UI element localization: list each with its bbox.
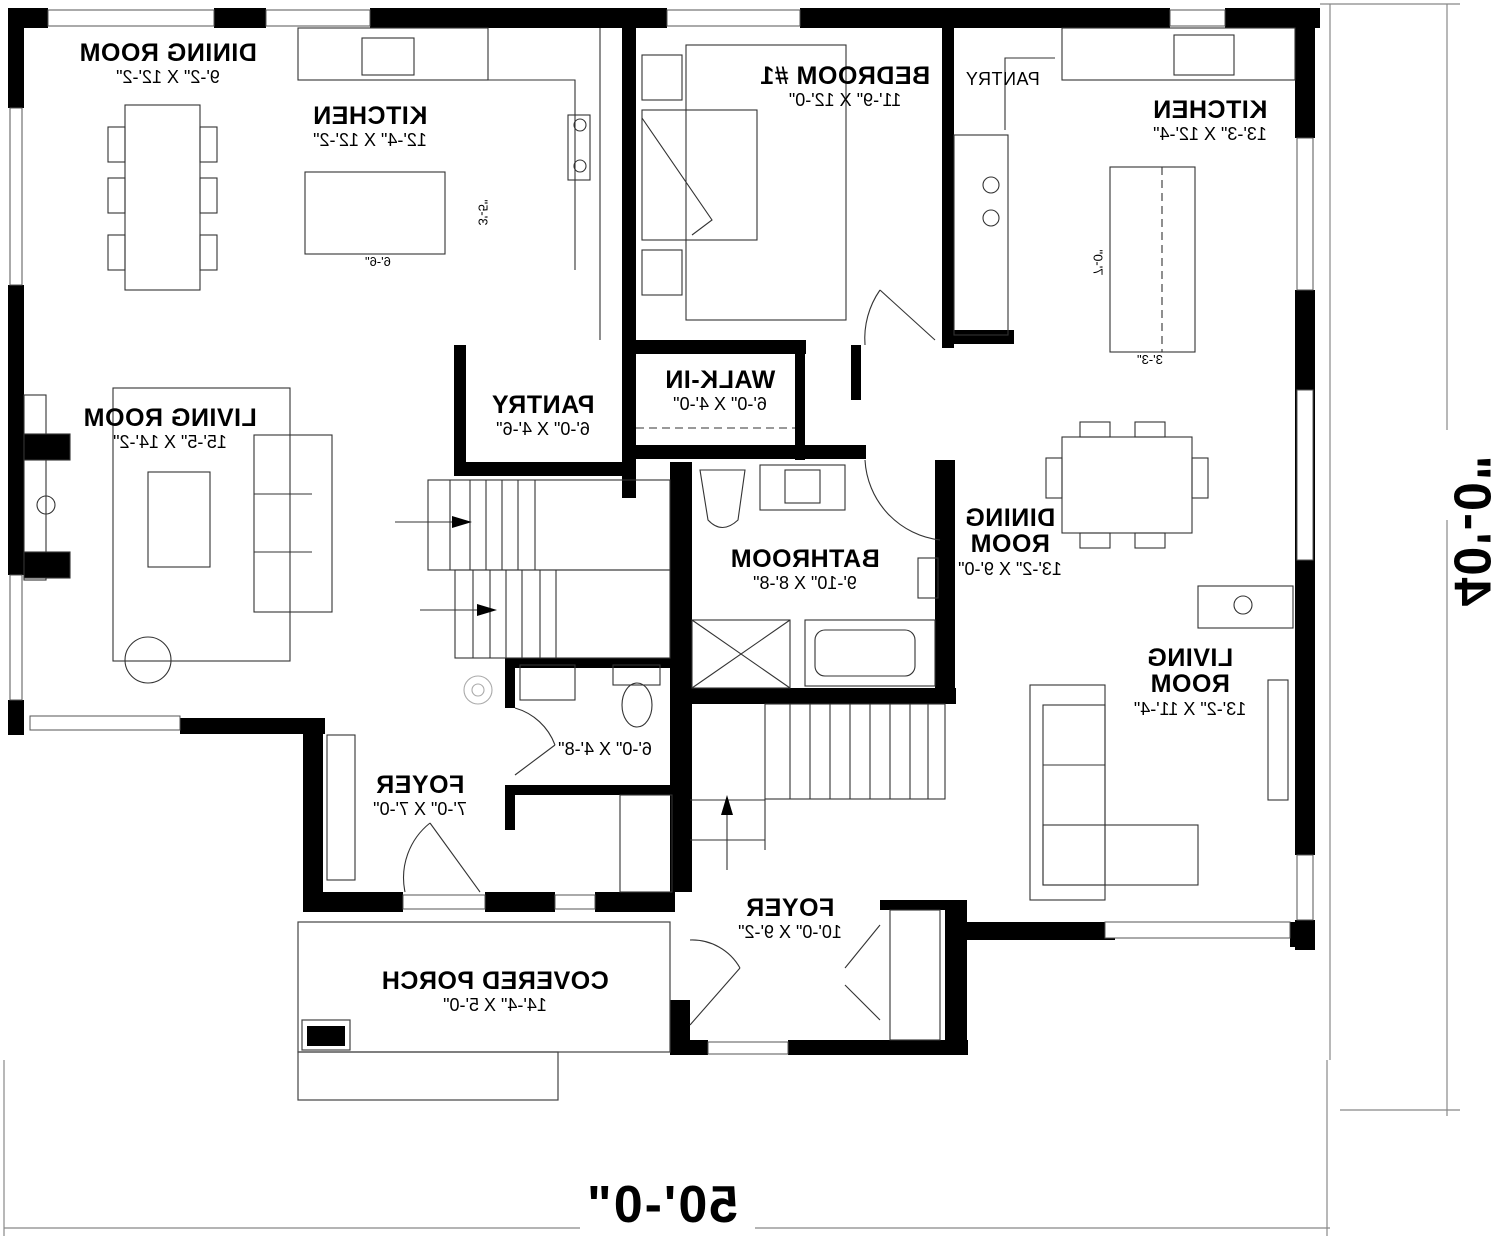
room-dimensions: 9'-10" X 8'-8" <box>753 573 857 594</box>
room-dimensions: 6'-0" X 4'-6" <box>496 419 590 440</box>
sink-icon-right <box>759 464 846 511</box>
room-label-walk-in: WALK-IN 6'-0" X 4'-0" <box>650 366 790 415</box>
stairs-right <box>690 703 946 870</box>
room-label-foyer-left: FOYER 7'-0" X 7'-0" <box>360 771 480 820</box>
room-dimensions: 15'-5" X 14'-2" <box>113 432 227 453</box>
sink-icon <box>361 37 415 76</box>
powder-room-fixtures <box>519 664 661 728</box>
plant-icon <box>463 675 493 705</box>
bath-door <box>864 459 941 599</box>
room-label-bathroom: BATHROOM 9'-10" X 8'-8" <box>720 545 890 594</box>
bed-icon <box>641 44 847 321</box>
overall-depth-label: 40'-0" <box>1442 453 1500 607</box>
walls <box>8 8 1320 1055</box>
stair-arrow-icon-right <box>721 795 733 815</box>
door-swing-icon <box>403 707 556 893</box>
island-depth-left: 3'-5" <box>475 199 491 226</box>
room-name-line1: DINING <box>964 504 1056 532</box>
fireplace-icon-right <box>1197 585 1294 801</box>
room-dimensions: 12'-4" X 12'-2" <box>313 130 427 151</box>
room-dimensions: 7'-0" X 7'-0" <box>373 799 467 820</box>
bathtub-icon <box>804 619 936 687</box>
room-label-dining-right: DINING ROOM 13'-2" X 9'-0" <box>955 504 1065 579</box>
room-dimensions: 14'-4" X 5'-0" <box>443 995 547 1016</box>
room-dimensions: 13'-2" X 11'-4" <box>1133 698 1247 719</box>
room-name: PANTRY <box>965 69 1040 89</box>
room-name: KITCHEN <box>312 102 428 130</box>
room-dimensions: 6'-0" X 4'-0" <box>673 394 767 415</box>
room-name-line1: LIVING <box>1146 644 1234 672</box>
windows <box>9 9 1314 1055</box>
room-name: BATHROOM <box>730 545 880 573</box>
sofa-icon <box>112 387 333 684</box>
pantry-right-shelves <box>1004 57 1055 130</box>
room-label-dining-left: DINING ROOM 9'-2" X 12'-2" <box>68 39 268 88</box>
room-name: FOYER <box>375 771 465 799</box>
kitchen-counter-right <box>953 27 1296 353</box>
bedroom-door <box>864 289 936 346</box>
room-name: FOYER <box>745 894 835 922</box>
room-dimensions: 11'-9" X 12'-0" <box>788 90 902 111</box>
dining-table-icon <box>107 104 218 291</box>
bench-left-foyer <box>326 734 673 893</box>
room-name: BEDROOM #1 <box>759 62 931 90</box>
room-label-living-right: LIVING ROOM 13'-2" X 11'-4" <box>1125 644 1255 719</box>
room-label-foyer-right: FOYER 10'-0" X 9'-2" <box>725 894 855 943</box>
room-label-kitchen-right: KITCHEN 13'-3" X 12'-4" <box>1130 96 1290 145</box>
room-name: WALK-IN <box>664 366 776 394</box>
room-label-covered-porch: COVERED PORCH 14'-4" X 5'-0" <box>370 967 620 1016</box>
dimension-lines <box>3 3 1460 1236</box>
room-label-pantry-left: PANTRY 6'-0" X 4'-6" <box>478 391 608 440</box>
kitchen-counter-left <box>297 27 601 340</box>
stair-arrow-icon <box>452 516 497 616</box>
room-label-kitchen-left: KITCHEN 12'-4" X 12'-2" <box>290 102 450 151</box>
porch-outline <box>297 921 671 1101</box>
room-label-powder-left: 6'-0" X 4'-8" <box>545 738 665 759</box>
porch-light <box>307 1026 345 1046</box>
room-name: DINING ROOM <box>79 39 257 67</box>
room-name-line2: ROOM <box>970 530 1050 559</box>
room-label-living-left: LIVING ROOM 15'-5" X 14'-2" <box>70 404 270 453</box>
toilet-icon <box>699 469 746 529</box>
room-name: COVERED PORCH <box>381 967 609 995</box>
room-dimensions: 13'-3" X 12'-4" <box>1153 124 1267 145</box>
room-dimensions: 13'-2" X 9'-0" <box>958 558 1062 579</box>
range-icon <box>567 114 591 181</box>
stairs-left <box>395 479 671 659</box>
room-name: PANTRY <box>491 391 595 419</box>
room-name-line2: ROOM <box>1150 670 1230 699</box>
shower-icon <box>691 619 791 689</box>
room-dimensions: 10'-0" X 9'-2" <box>738 922 842 943</box>
room-label-pantry-right: PANTRY <box>960 69 1045 89</box>
room-dimensions: 9'-2" X 12'-2" <box>116 67 220 88</box>
room-name: LIVING ROOM <box>83 404 257 432</box>
island-width-left: 6'-6" <box>365 254 391 269</box>
island-length-right: 7'-0" <box>1090 249 1106 276</box>
foyer-closet-doors <box>689 909 941 1041</box>
room-name: KITCHEN <box>1152 96 1268 124</box>
fireplace-icon <box>23 394 71 581</box>
overall-width-label: 50'-0" <box>585 1176 739 1234</box>
room-dimensions: 6'-0" X 4'-8" <box>558 739 652 759</box>
dining-table-icon-right <box>1045 421 1209 549</box>
island-width-right: 3'-3" <box>1137 352 1163 367</box>
sectional-sofa-icon <box>1029 684 1199 901</box>
room-label-bedroom1: BEDROOM #1 11'-9" X 12'-0" <box>745 62 945 111</box>
